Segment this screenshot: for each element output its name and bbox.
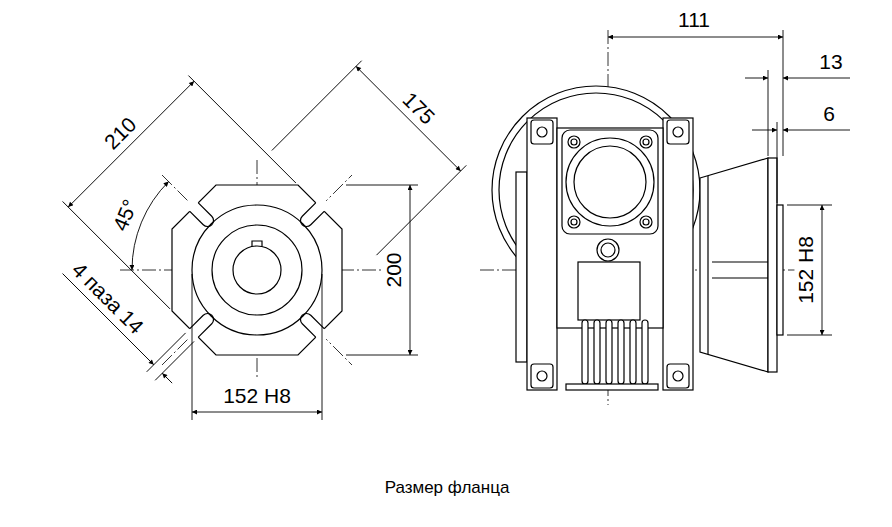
- dimension-label: 45°: [107, 194, 142, 236]
- gearbox-side-view: [492, 86, 783, 390]
- dimension-label: 210: [98, 111, 142, 155]
- dimension-label: 200: [382, 250, 405, 289]
- dimension-label: 13: [817, 50, 844, 73]
- dimension-label: 4 паза 14: [66, 256, 149, 339]
- flange-front-view: [55, 61, 466, 391]
- dimension-label: 152 H8: [794, 234, 817, 306]
- dimension-label: 175: [397, 86, 441, 130]
- caption: Размер фланца: [383, 479, 512, 498]
- dimension-label: 6: [821, 102, 837, 125]
- dimension-label: 152 H8: [221, 384, 293, 407]
- dimension-label: 111: [676, 8, 712, 31]
